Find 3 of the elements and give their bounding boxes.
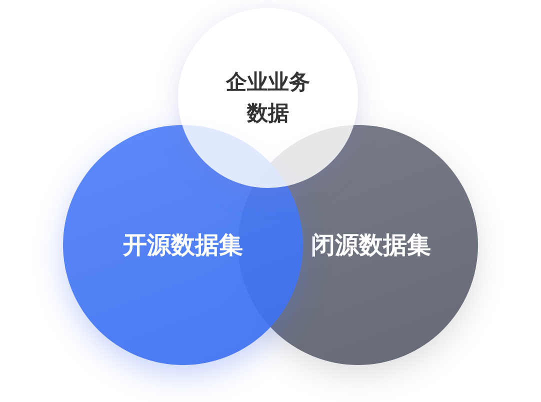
circle-label: 企业业务数据 xyxy=(224,68,311,127)
circle-label: 闭源数据集 xyxy=(311,230,431,261)
circle-label: 开源数据集 xyxy=(123,230,243,261)
